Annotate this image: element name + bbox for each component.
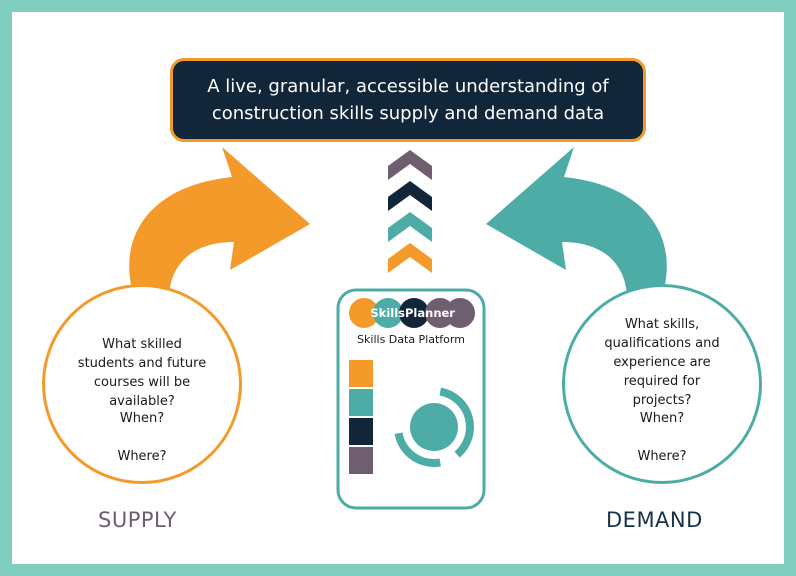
platform-bars [349,360,373,474]
platform-ring-graphic [394,387,474,467]
supply-label: SUPPLY [98,508,177,532]
demand-question: What skills, qualifications and experien… [604,317,720,408]
demand-label: DEMAND [606,508,703,532]
demand-arrow [486,147,667,312]
upward-chevrons [388,150,432,273]
diagram-canvas: Skills Planner A live, granular, accessi… [12,12,784,564]
chevron-2 [388,181,432,211]
platform-bar-1 [349,360,373,387]
supply-circle: What skilled students and future courses… [42,284,242,484]
chevron-1 [388,150,432,180]
platform-bar-4 [349,447,373,474]
banner-statement: A live, granular, accessible understandi… [170,58,646,142]
logo-part-skills: Skills [370,306,405,320]
chevron-4 [388,243,432,273]
chevron-3 [388,212,432,242]
platform-container [336,288,486,510]
platform-subtitle: Skills Data Platform [357,333,465,346]
demand-when: When? [639,411,685,426]
demand-circle: What skills, qualifications and experien… [562,284,762,484]
logo-part-planner: Planner [405,306,455,320]
supply-when: When? [119,411,165,426]
supply-question: What skilled students and future courses… [77,337,207,409]
platform-bar-2 [349,389,373,416]
banner-line-1: A live, granular, accessible understandi… [207,76,609,97]
platform-bar-3 [349,418,373,445]
demand-where: Where? [637,449,687,464]
supply-where: Where? [117,449,167,464]
supply-arrow [129,147,310,312]
banner-line-2: construction skills supply and demand da… [211,103,605,124]
skillsplanner-logo: Skills Planner [349,298,475,328]
diagram-art: Skills Planner [129,147,667,510]
